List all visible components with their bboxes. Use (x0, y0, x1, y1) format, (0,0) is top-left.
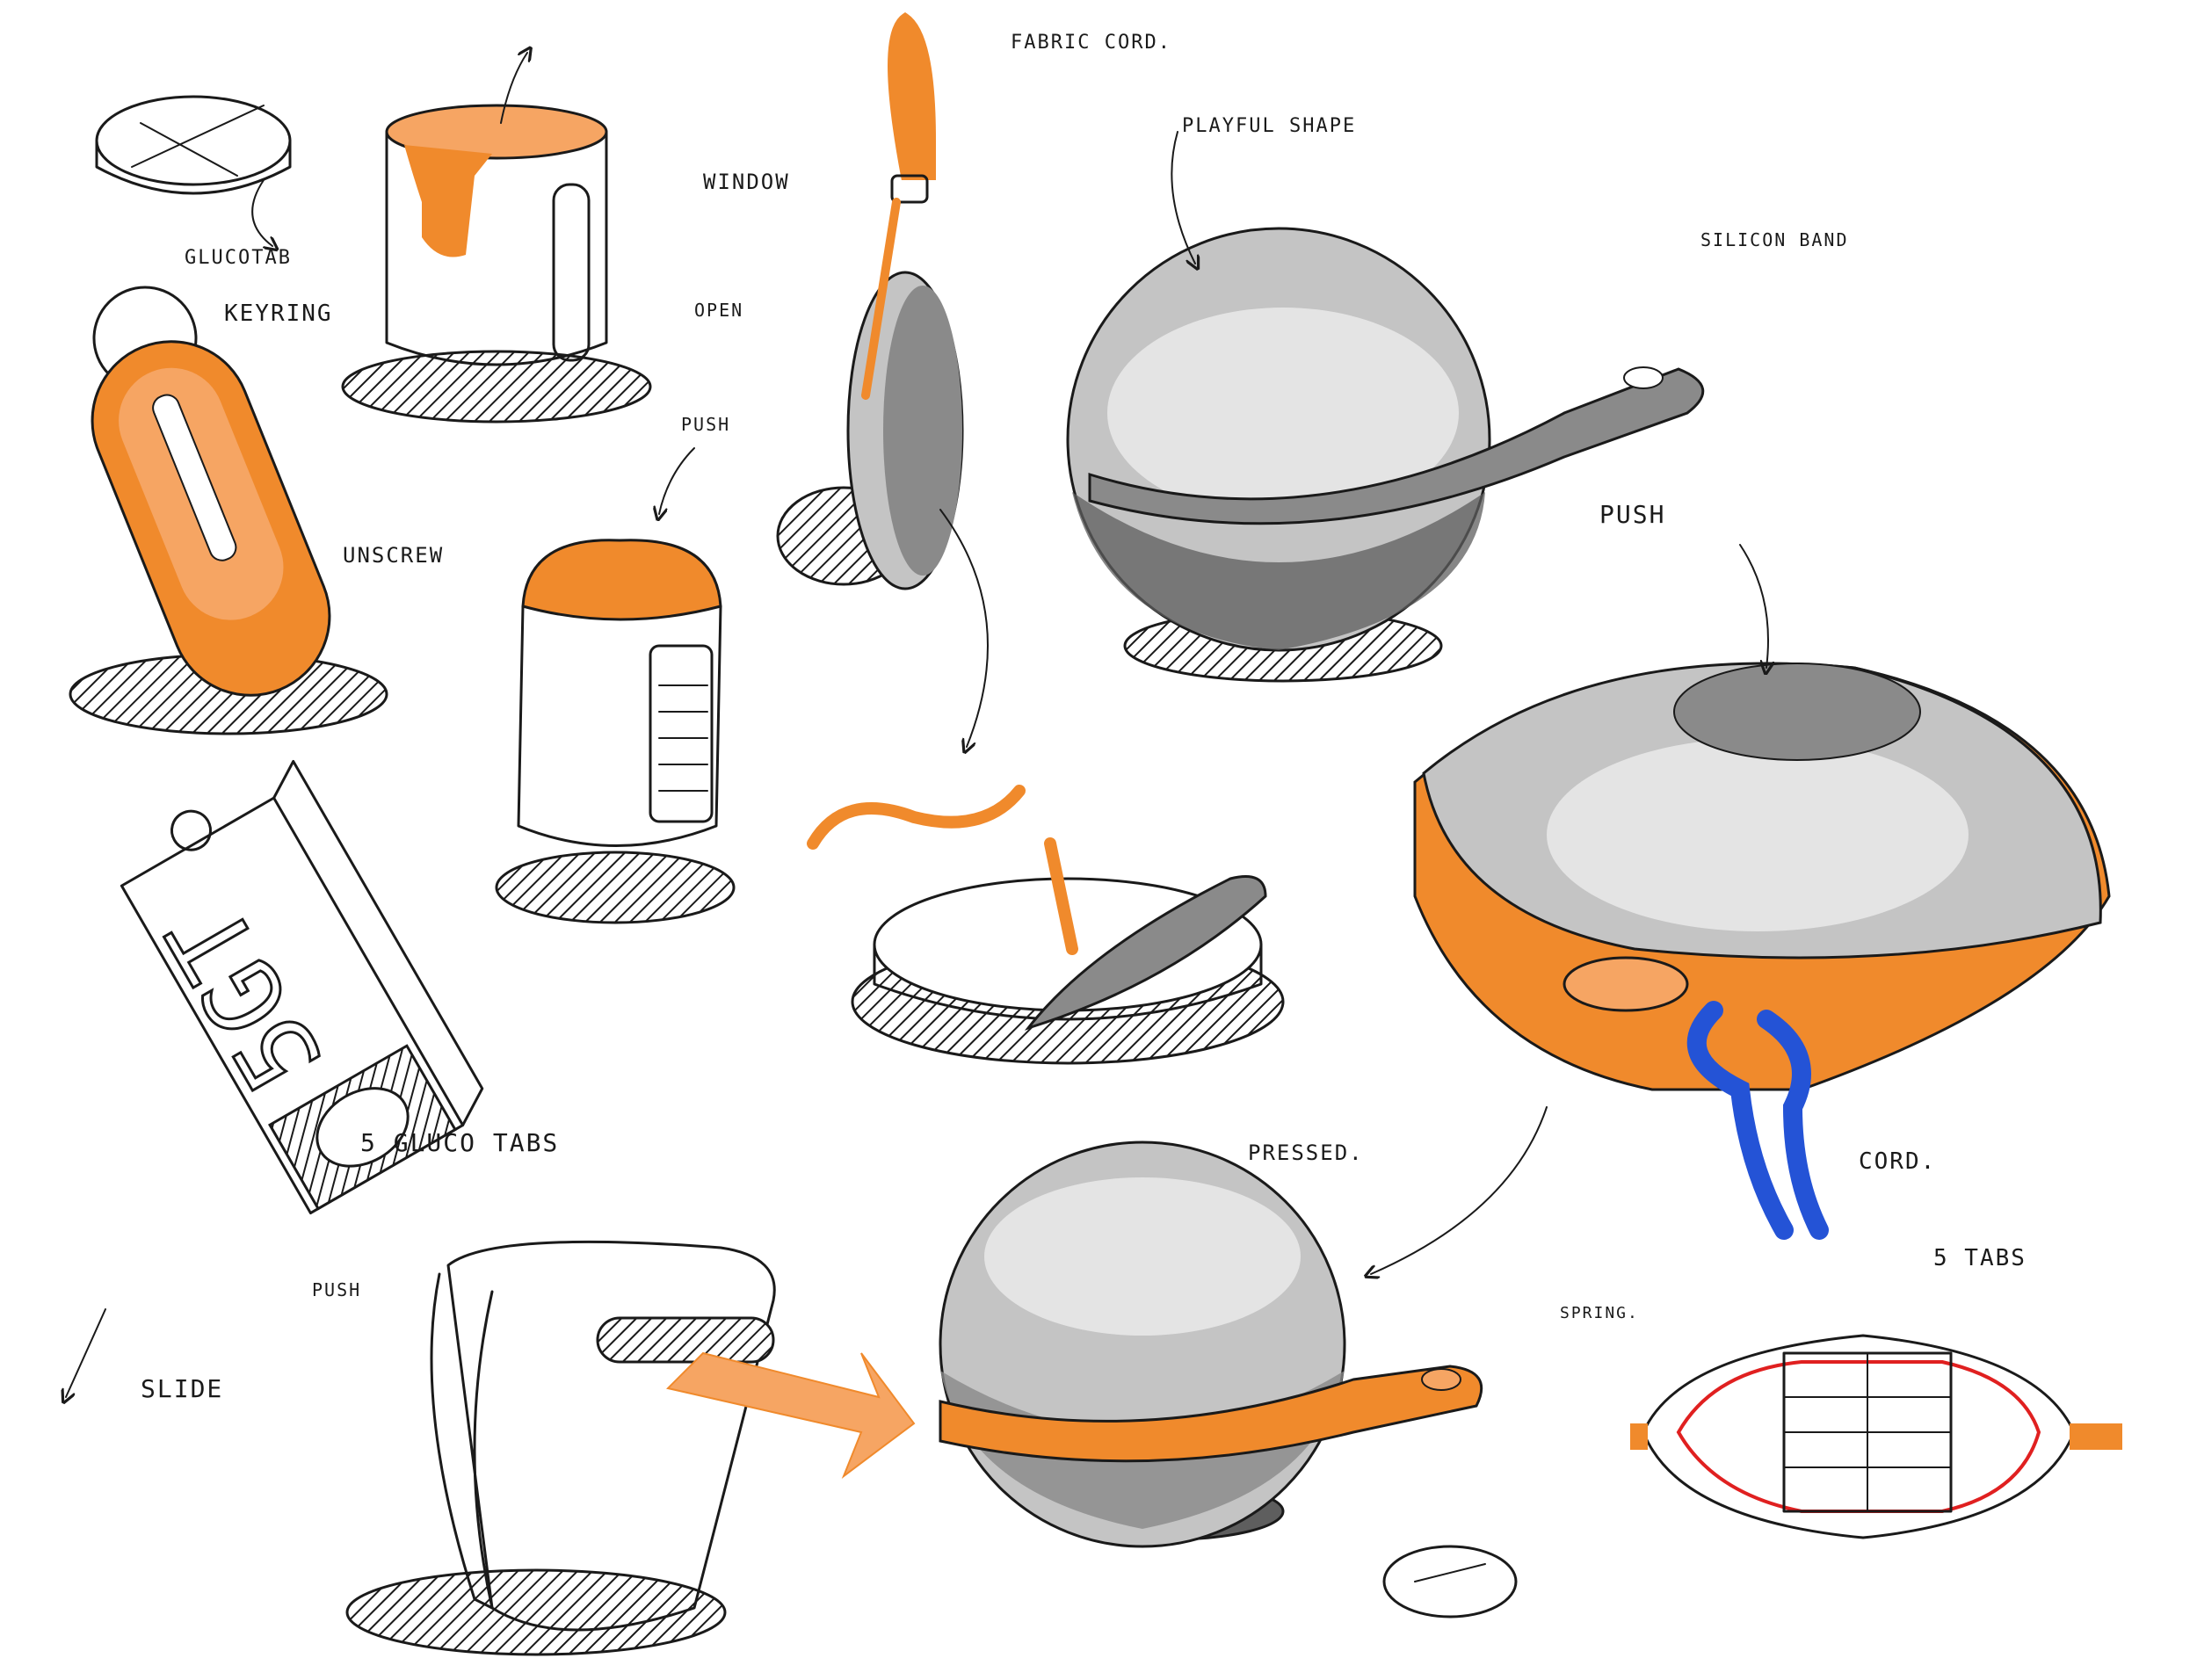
label-open: OPEN (694, 300, 743, 321)
cup-with-window-sketch (341, 53, 652, 424)
label-five-tabs: 5 TABS (1933, 1245, 2027, 1271)
push-cap-with-blue-cord-sketch (1413, 544, 2111, 1240)
playful-sphere-sketch (1066, 131, 1705, 683)
label-gluco-tabs: 5 GLUCO TABS (360, 1128, 559, 1157)
label-pressed: PRESSED. (1248, 1141, 1364, 1165)
label-push-bottom: PUSH (312, 1279, 361, 1300)
label-push-right: PUSH (1599, 500, 1665, 529)
pressed-sphere-sketch (939, 1106, 1548, 1618)
label-playful-shape: PLAYFUL SHAPE (1182, 115, 1356, 137)
push-lever-cup-sketch (345, 1240, 916, 1656)
glucotab-sketch (95, 95, 292, 246)
label-silicon-band: SILICON BAND (1700, 229, 1849, 250)
box-logo: 5GT (146, 884, 347, 1110)
label-keyring: KEYRING (224, 301, 333, 327)
annotations: FABRIC CORD. GLUCOTAB WINDOW KEYRING OPE… (141, 32, 2027, 1403)
keyring-capsule-sketch (69, 286, 388, 735)
label-slide: SLIDE (141, 1374, 223, 1403)
label-window: WINDOW (703, 170, 790, 194)
label-glucotab: GLUCOTAB (185, 247, 292, 269)
spring-cartridge-sketch (1630, 1334, 2122, 1539)
open-disc-with-cord-sketch (807, 785, 1285, 1065)
label-unscrew: UNSCREW (343, 543, 444, 568)
fabric-cord-disc-sketch (776, 11, 989, 747)
push-top-container-sketch (495, 447, 736, 924)
sgt-slide-box-sketch: 5GT (66, 759, 484, 1397)
label-spring: SPRING. (1560, 1304, 1639, 1322)
label-cord: CORD. (1859, 1148, 1936, 1175)
label-push-top: PUSH (681, 414, 730, 435)
label-fabric-cord: FABRIC CORD. (1011, 32, 1171, 54)
